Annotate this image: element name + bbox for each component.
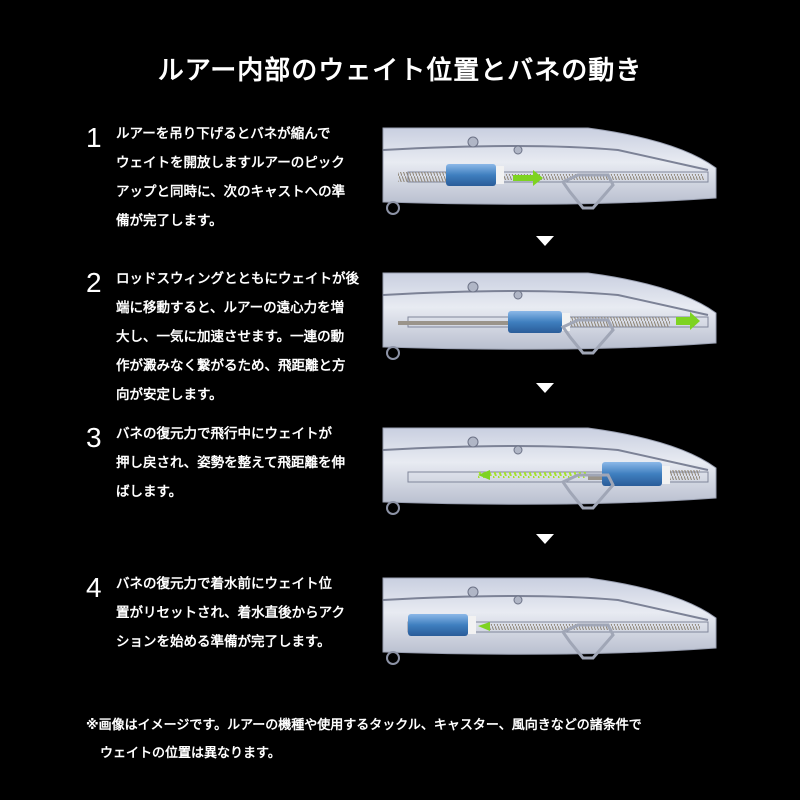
step-description: ロッドスウィングとともにウェイトが後 端に移動すると、ルアーの遠心力を増 大し、… xyxy=(116,265,371,410)
weight-icon xyxy=(508,311,562,333)
step-number: 1 xyxy=(86,122,102,154)
step-number: 4 xyxy=(86,572,102,604)
lure-cutaway-image xyxy=(378,420,718,520)
disclaimer-note: ※画像はイメージです。ルアーの機種や使用するタックル、キャスター、風向きなどの諸… xyxy=(86,712,746,768)
lure-cutaway-image xyxy=(378,570,718,670)
step-description: ルアーを吊り下げるとバネが縮んで ウェイトを開放しますルアーのピック アップと同… xyxy=(116,120,371,236)
step-number: 2 xyxy=(86,267,102,299)
step-description: バネの復元力で飛行中にウェイトが 押し戻され、姿勢を整えて飛距離を伸 ばします。 xyxy=(116,420,371,507)
next-step-arrow xyxy=(536,236,554,246)
step-description: バネの復元力で着水前にウェイト位 置がリセットされ、着水直後からアク ションを始… xyxy=(116,570,371,657)
next-step-arrow xyxy=(536,383,554,393)
step-number: 3 xyxy=(86,422,102,454)
lure-cutaway-image xyxy=(378,120,718,220)
next-step-arrow xyxy=(536,534,554,544)
lure-cutaway-image xyxy=(378,265,718,365)
page-title: ルアー内部のウェイト位置とバネの動き xyxy=(0,50,800,87)
weight-icon xyxy=(408,614,468,636)
weight-icon xyxy=(446,164,496,186)
